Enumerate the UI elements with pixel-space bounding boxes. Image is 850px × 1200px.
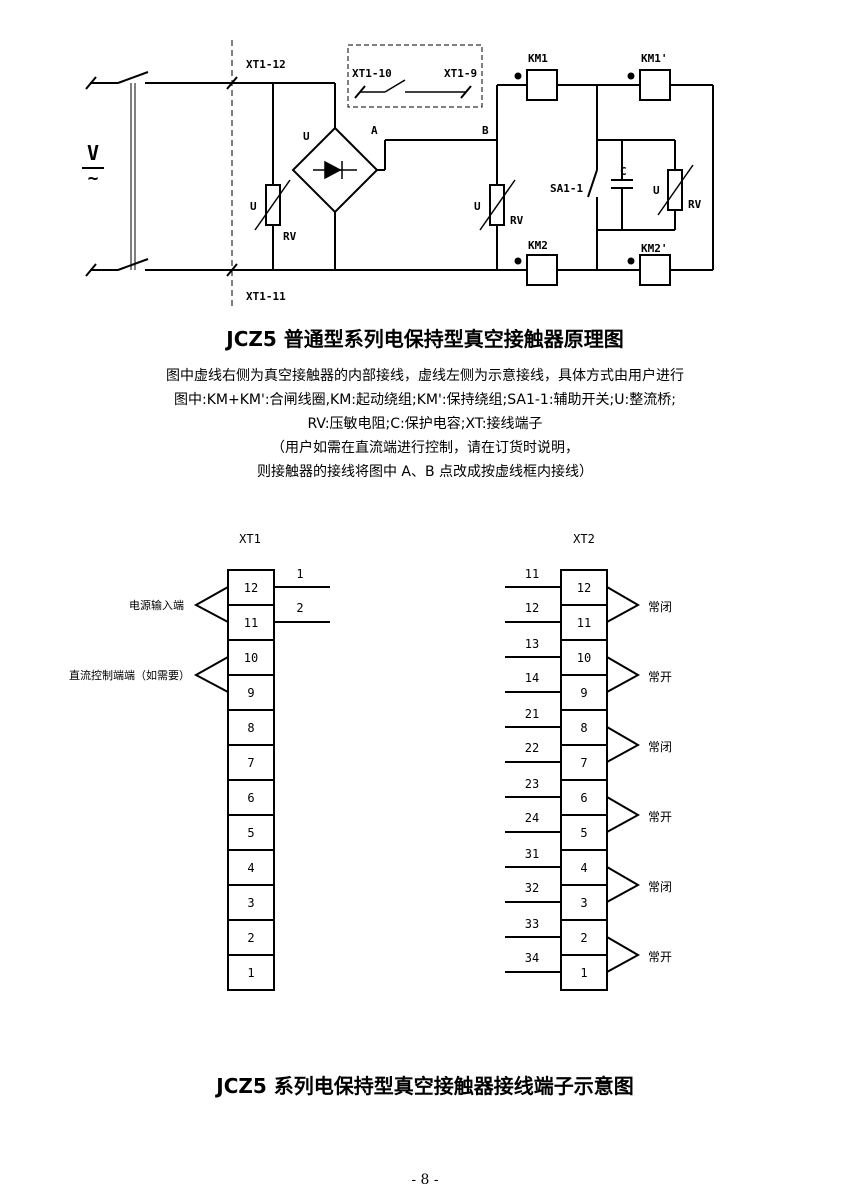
xt2-terminal: 9 [580,686,587,700]
xt2-wire-label: 11 [525,567,539,581]
contact-type-label: 常闭 [648,600,672,614]
description-notes: 图中虚线右侧为真空接触器的内部接线，虚线左侧为示意接线，具体方式由用户进行 图中… [0,364,850,484]
xt2-wire-label: 22 [525,741,539,755]
xt1-label: XT1 [239,532,261,546]
xt2-terminal: 10 [577,651,591,665]
rv2-u-label: U [474,200,481,213]
xt2-block [505,569,641,991]
xt2-wire-label: 21 [525,707,539,721]
km2p-label: KM2' [641,242,668,255]
dc-control-label: 直流控制端端（如需要） [69,668,190,682]
note-line: 图中虚线右侧为真空接触器的内部接线，虚线左侧为示意接线，具体方式由用户进行 [166,368,684,384]
v-label: V [87,141,99,165]
xt2-terminal: 2 [580,931,587,945]
contact-type-label: 常开 [648,670,672,684]
xt2-terminal: 8 [580,721,587,735]
xt2-terminal: 4 [580,861,587,875]
rv3-u-label: U [653,184,660,197]
schematic [90,40,714,310]
note-line: 则接触器的接线将图中 A、B 点改成按虚线框内接线） [256,464,594,480]
xt1-terminal: 8 [247,721,254,735]
note-line: 图中:KM+KM':合闸线圈,KM:起动绕组;KM':保持绕组;SA1-1:辅助… [174,392,676,408]
xt2-wire-label: 23 [525,777,539,791]
xt2-terminal: 11 [577,616,591,630]
note-line: （用户如需在直流端进行控制，请在订货时说明， [271,440,579,456]
xt2-wire-label: 14 [525,671,539,685]
xt1-terminal: 6 [247,791,254,805]
bridge-diode [313,160,357,180]
xt2-wire-label: 12 [525,601,539,615]
xt1-terminal: 12 [244,581,258,595]
contact-type-label: 常开 [648,950,672,964]
xt1-12-label: XT1-12 [246,58,286,71]
sa1-label: SA1-1 [550,182,583,195]
xt1-terminal: 5 [247,826,254,840]
xt1-terminal: 4 [247,861,254,875]
contact-type-label: 常闭 [648,880,672,894]
xt2-wire-label: 31 [525,847,539,861]
xt2-terminal: 7 [580,756,587,770]
terminal-markers [85,72,635,277]
xt2-wire-label: 32 [525,881,539,895]
contact-type-label: 常闭 [648,740,672,754]
km1p-label: KM1' [641,52,668,65]
xt1-10-label: XT1-10 [352,67,392,80]
point-b-label: B [482,124,489,137]
xt1-terminal: 3 [247,896,254,910]
xt2-terminal: 6 [580,791,587,805]
xt2-terminal: 1 [580,966,587,980]
point-a-label: A [371,124,378,137]
xt1-terminal: 11 [244,616,258,630]
xt1-terminal: 10 [244,651,258,665]
xt1-9-label: XT1-9 [444,67,477,80]
terminal-diagram-title: JCZ5 系列电保持型真空接触器接线端子示意图 [216,1074,634,1098]
rv2-label: RV [510,214,524,227]
xt1-terminal: 1 [247,966,254,980]
contact-type-label: 常开 [648,810,672,824]
xt2-wire-label: 34 [525,951,539,965]
xt2-wire-label: 24 [525,811,539,825]
xt2-terminal: 12 [577,581,591,595]
xt2-wire-label: 33 [525,917,539,931]
xt1-11-label: XT1-11 [246,290,286,303]
page-number: - 8 - [411,1172,439,1188]
power-input-label: 电源输入端 [129,598,184,612]
xt1-terminal: 2 [247,931,254,945]
xt2-terminal: 3 [580,896,587,910]
xt1-terminal: 7 [247,756,254,770]
rv1-u-label: U [250,200,257,213]
xt2-label: XT2 [573,532,595,546]
xt1-terminal: 9 [247,686,254,700]
xt1-wire-label: 1 [296,567,303,581]
xt2-terminal: 5 [580,826,587,840]
xt1-block [193,569,330,991]
rv1-label: RV [283,230,297,243]
schematic-title: JCZ5 普通型系列电保持型真空接触器原理图 [226,327,624,351]
wiring-diagram: V ~ XT1-12 XT1-11 XT1-10 XT1-9 A B U U R… [69,40,714,991]
km2-label: KM2 [528,239,548,252]
bridge-u-label: U [303,130,310,143]
km1-label: KM1 [528,52,548,65]
note-line: RV:压敏电阻;C:保护电容;XT:接线端子 [307,416,543,432]
xt2-wire-label: 13 [525,637,539,651]
rv3-label: RV [688,198,702,211]
capacitor-label: C [620,165,627,178]
xt1-wire-label: 2 [296,601,303,615]
v-tilde: ~ [88,168,99,189]
